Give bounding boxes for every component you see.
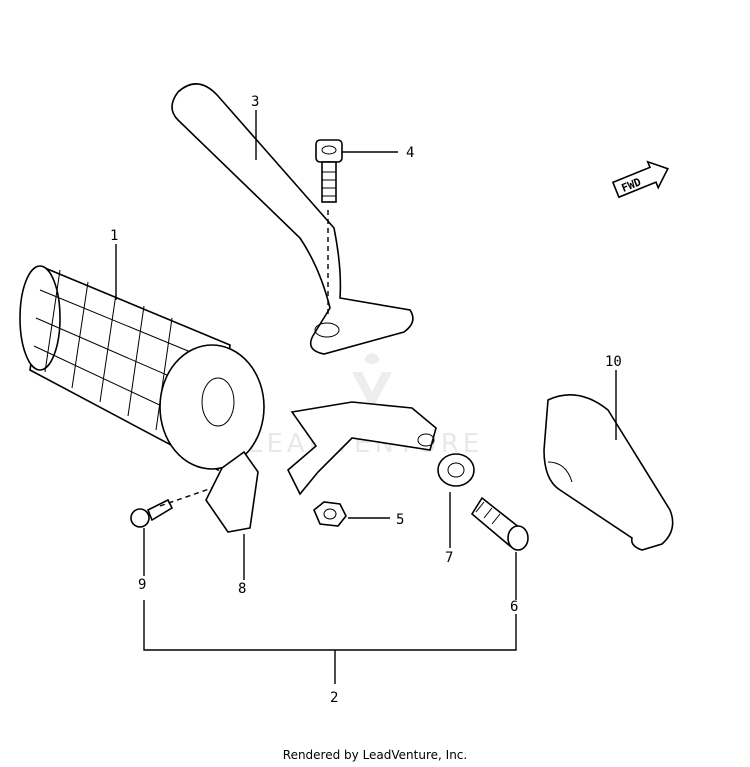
nut-part[interactable] [313,501,347,527]
label-clamp-half: 8 [238,581,246,597]
bolt-part[interactable] [315,139,343,203]
label-lever-boot: 10 [605,354,622,370]
adjuster-nut-part[interactable] [437,453,475,487]
forward-arrow-icon: FWD [611,160,669,199]
label-adjuster: 6 [510,599,518,615]
adjuster-part[interactable] [470,496,529,551]
label-screw: 9 [138,577,146,593]
label-adjuster-nut: 7 [445,550,453,566]
lever-boot-part[interactable] [543,394,674,551]
part-labels: 1 2 3 4 5 6 7 8 9 10 [110,94,622,706]
grip-part[interactable] [19,265,265,472]
label-assembly: 2 [330,690,338,706]
leader-lines [115,110,617,684]
screw-part[interactable] [130,498,174,528]
footer-credit: Rendered by LeadVenture, Inc. [282,748,468,762]
label-grip: 1 [110,228,118,244]
lever-part[interactable] [171,83,414,355]
label-nut: 5 [396,512,404,528]
label-lever: 3 [251,94,259,110]
clamp-bracket[interactable] [287,401,437,496]
clamp-half-part[interactable] [205,450,259,533]
label-bolt: 4 [406,145,414,161]
